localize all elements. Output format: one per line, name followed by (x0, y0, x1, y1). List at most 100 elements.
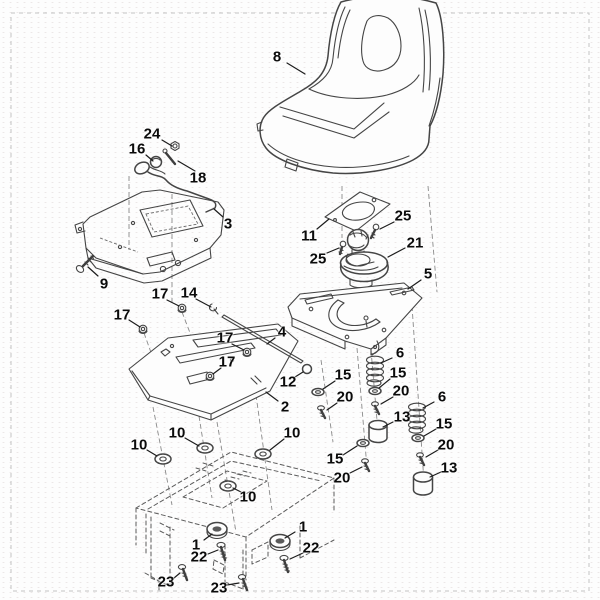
seat-illustration (256, 0, 445, 175)
callout-24: 24 (143, 125, 161, 143)
callout-1: 1 (191, 536, 201, 554)
leader-line-17 (212, 367, 222, 375)
callout-13: 13 (440, 459, 458, 477)
leader-line-5 (407, 279, 422, 290)
leader-line-15 (322, 380, 336, 390)
callout-22: 22 (190, 548, 208, 566)
boot-21 (339, 251, 389, 289)
leader-line-1 (284, 531, 296, 539)
screw-23-left (177, 564, 189, 582)
page-dashed-border (10, 12, 590, 592)
leader-line-20 (380, 396, 394, 405)
callout-25: 25 (309, 250, 327, 268)
hex-nut-24 (170, 140, 180, 152)
leader-line-3 (213, 208, 224, 218)
leader-line-20 (349, 466, 363, 474)
torsion-rod-4 (221, 314, 304, 364)
seat-pan-bracket (74, 189, 225, 284)
screw-23-right (237, 574, 249, 592)
leader-line-6 (380, 357, 393, 364)
callout-17: 17 (218, 353, 236, 371)
callout-15: 15 (435, 415, 453, 433)
callout-16: 16 (128, 140, 146, 158)
spring-pin-18 (162, 148, 177, 166)
leader-line-6 (422, 401, 435, 409)
callout-15: 15 (326, 450, 344, 468)
leader-line-22 (207, 549, 219, 555)
callout-20: 20 (333, 469, 351, 487)
leader-line-10 (184, 437, 200, 447)
leader-line-17 (166, 299, 180, 307)
callout-11: 11 (301, 227, 317, 245)
leader-line-12 (294, 371, 304, 378)
washers-15 (311, 386, 425, 448)
callout-13: 13 (393, 408, 411, 426)
spring-6-left (365, 355, 385, 387)
leader-line-11 (316, 218, 330, 230)
callout-4: 4 (277, 323, 287, 341)
adjustment-lever (134, 161, 217, 213)
bushing-13-right (412, 471, 434, 496)
pivot-plate-11 (324, 191, 391, 232)
callout-5: 5 (423, 265, 433, 283)
callout-10: 10 (130, 436, 148, 454)
callout-20: 20 (437, 436, 455, 454)
leader-line-16 (145, 154, 154, 162)
callout-1: 1 (298, 518, 308, 536)
callout-20: 20 (336, 388, 354, 406)
callout-6: 6 (395, 344, 405, 362)
callout-21: 21 (406, 234, 424, 252)
screws-20 (317, 401, 426, 473)
callout-8: 8 (272, 48, 282, 66)
ring-12 (301, 363, 313, 375)
leader-line-4 (266, 337, 276, 345)
leader-line-24 (161, 139, 173, 147)
rubber-buffer (346, 228, 370, 256)
callout-12: 12 (279, 373, 297, 391)
clip-14 (208, 303, 219, 315)
seat-mount-plate-5 (287, 282, 423, 356)
callout-9: 9 (99, 275, 109, 293)
leader-line-25 (326, 247, 340, 254)
leader-line-13 (429, 471, 442, 478)
callout-18: 18 (189, 169, 207, 187)
leader-line-25 (379, 221, 395, 230)
leader-line-13 (382, 421, 394, 428)
callout-3: 3 (223, 215, 233, 233)
callout-15: 15 (389, 364, 407, 382)
callout-20: 20 (392, 382, 410, 400)
leader-line-22 (289, 552, 304, 560)
leader-line-18 (177, 160, 196, 172)
leader-line-17 (231, 343, 245, 351)
leader-line-21 (387, 247, 406, 258)
leader-line-10 (146, 449, 158, 457)
leader-line-23 (226, 582, 240, 586)
leader-line-15 (423, 428, 437, 437)
callout-6: 6 (437, 388, 447, 406)
callout-25: 25 (394, 207, 412, 225)
leader-line-20 (326, 402, 338, 411)
leader-line-17 (128, 319, 141, 328)
callout-17: 17 (113, 306, 131, 324)
leader-line-1 (203, 533, 213, 541)
projection-axis-lines (128, 176, 438, 533)
leader-line-9 (87, 266, 99, 277)
callout-2: 2 (280, 398, 290, 416)
callout-22: 22 (302, 539, 320, 557)
leader-line-10 (269, 438, 285, 451)
leader-line-10 (232, 487, 242, 493)
leader-line-20 (425, 449, 439, 458)
bolt-22-right (279, 554, 291, 574)
callout-10: 10 (283, 424, 301, 442)
callout-15: 15 (334, 366, 352, 384)
leader-line-8 (286, 62, 306, 75)
flange-nuts-17 (138, 303, 252, 381)
leader-line-14 (195, 298, 212, 308)
leader-line-23 (173, 572, 181, 579)
callout-10: 10 (168, 424, 186, 442)
leader-line-15 (342, 445, 358, 456)
callout-23: 23 (210, 579, 228, 597)
screw-9 (75, 254, 95, 273)
